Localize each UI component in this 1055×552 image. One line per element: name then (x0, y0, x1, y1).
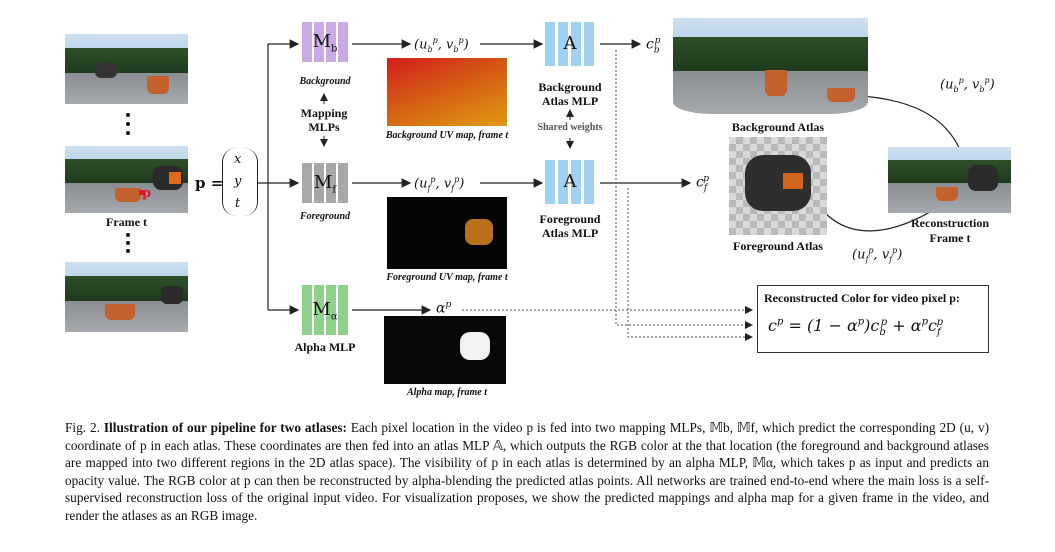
input-frame-top (65, 34, 188, 104)
recon-box-title: Reconstructed Color for video pixel p: (764, 291, 960, 305)
frame-t-label: Frame t (106, 215, 147, 229)
mapping-mlps-line2: MLPs (308, 120, 340, 134)
reconstruction-frame-image (888, 147, 1011, 213)
mapping-mlps-line1: Mapping (300, 106, 348, 120)
bg-atlas-mlp-line2: Atlas MLP (541, 94, 599, 108)
uv-f-recon: (ufp, vfp) (852, 246, 903, 264)
fg-atlas-mlp-line1: Foreground (539, 212, 601, 226)
background-uv-map (387, 58, 507, 126)
mlp-alpha: Mα (302, 285, 348, 335)
alpha-map-caption: Alpha map, frame t (406, 387, 487, 398)
fg-atlas-mlp-line2: Atlas MLP (541, 226, 599, 240)
caption-bold: Illustration of our pipeline for two atl… (103, 420, 347, 435)
vec-y: y (234, 174, 242, 189)
color-foreground: cfp (696, 174, 709, 194)
background-atlas-label: Background Atlas (731, 120, 825, 134)
pixel-p-marker: p (142, 186, 152, 201)
uv-foreground: (ufp, vfp) (414, 175, 465, 193)
reconstruction-line1: Reconstruction (911, 216, 989, 230)
foreground-atlas-label: Foreground Atlas (733, 239, 823, 253)
uv-b-recon: (ubp, vbp) (940, 76, 995, 94)
uv-background: (ubp, vbp) (414, 36, 469, 54)
atlas-mlp-background: A (545, 22, 595, 66)
position-vector (222, 148, 258, 216)
alpha-mlp-label: Alpha MLP (294, 340, 356, 354)
mlp-background: Mb (302, 22, 348, 62)
foreground-label: Foreground (299, 211, 350, 222)
reconstruction-line2: Frame t (929, 231, 971, 245)
mlp-foreground: Mf (302, 163, 348, 203)
atlas-mlp-foreground: A (545, 160, 595, 204)
background-uv-caption: Background UV map, frame t (385, 130, 509, 141)
color-background: cbp (646, 36, 661, 56)
input-frame-current (65, 146, 188, 213)
vec-t: t (235, 196, 241, 211)
p-equals: p = (195, 174, 224, 192)
vec-x: x (234, 152, 242, 167)
alpha-map (384, 316, 506, 384)
alpha-p: αp (436, 300, 452, 317)
foreground-uv-caption: Foreground UV map, frame t (386, 272, 508, 283)
figure-caption: Fig. 2. Illustration of our pipeline for… (65, 419, 989, 524)
foreground-atlas-image (729, 137, 827, 235)
shared-weights-label: Shared weights (537, 122, 603, 133)
pipeline-figure: p Frame t p = x y t Mb Background Mappin… (65, 18, 1011, 398)
foreground-uv-map (387, 197, 507, 269)
caption-text: Each pixel location in the video p is fe… (65, 420, 990, 523)
background-label: Background (299, 76, 351, 87)
bg-atlas-mlp-line1: Background (538, 80, 602, 94)
background-atlas-image (673, 18, 868, 114)
recon-formula: cp = (1 − αp)cbp + αpcfp (768, 316, 944, 339)
caption-prefix: Fig. 2. (65, 420, 100, 435)
reconstructed-color-box: Reconstructed Color for video pixel p: c… (757, 285, 989, 353)
input-frame-bottom (65, 262, 188, 332)
